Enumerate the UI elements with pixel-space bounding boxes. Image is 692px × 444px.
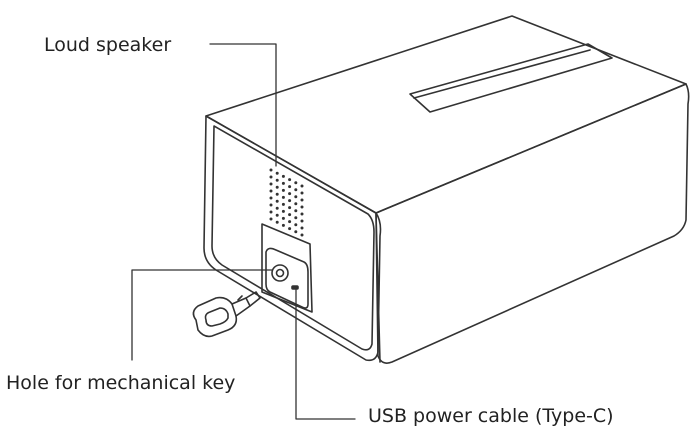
usb-label: USB power cable (Type-C): [368, 405, 614, 427]
speaker-hole: [288, 220, 292, 224]
speaker-grille: [269, 168, 304, 237]
speaker-hole: [294, 181, 298, 185]
device-box: [203, 15, 690, 364]
speaker-hole: [294, 188, 298, 192]
speaker-hole: [300, 198, 304, 202]
speaker-hole: [294, 230, 298, 234]
speaker-hole: [288, 213, 292, 217]
speaker-hole: [275, 192, 279, 196]
top-slot: [409, 43, 613, 113]
speaker-hole: [281, 202, 285, 206]
speaker-hole: [288, 206, 292, 210]
speaker-hole: [281, 188, 285, 192]
speaker-hole: [281, 174, 285, 178]
speaker-hole: [294, 202, 298, 206]
speaker-hole: [275, 178, 279, 182]
box-right-face: [375, 83, 690, 364]
speaker-hole: [300, 191, 304, 195]
key-hole: [271, 264, 289, 282]
box-front-face: [203, 115, 382, 362]
speaker-hole: [269, 203, 273, 207]
speaker-hole: [269, 217, 273, 221]
speaker-hole: [294, 216, 298, 220]
leader-lines: [131, 43, 356, 420]
speaker-hole: [300, 226, 304, 230]
speaker-hole: [269, 196, 273, 200]
speaker-hole: [300, 219, 304, 223]
mechanical-key: [192, 291, 261, 338]
key-leader-line: [131, 269, 273, 361]
key-hole-label: Hole for mechanical key: [6, 372, 236, 394]
speaker-hole: [269, 168, 273, 172]
speaker-hole: [275, 171, 279, 175]
port-panel: [261, 223, 313, 313]
speaker-hole: [300, 233, 304, 237]
speaker-hole: [288, 199, 292, 203]
front-bezel: [211, 125, 375, 351]
speaker-hole: [275, 185, 279, 189]
speaker-hole: [275, 220, 279, 224]
speaker-hole: [275, 199, 279, 203]
speaker-hole: [294, 223, 298, 227]
speaker-hole: [288, 192, 292, 196]
speaker-hole: [281, 209, 285, 213]
usb-port: [291, 285, 299, 290]
speaker-label: Loud speaker: [44, 34, 172, 56]
speaker-hole: [294, 209, 298, 213]
speaker-hole: [288, 185, 292, 189]
speaker-hole: [275, 213, 279, 217]
speaker-hole: [269, 175, 273, 179]
speaker-hole: [300, 205, 304, 209]
speaker-hole: [300, 212, 304, 216]
speaker-hole: [269, 189, 273, 193]
speaker-hole: [281, 195, 285, 199]
speaker-hole: [288, 178, 292, 182]
speaker-hole: [275, 206, 279, 210]
speaker-hole: [294, 195, 298, 199]
speaker-hole: [281, 181, 285, 185]
speaker-hole: [269, 210, 273, 214]
speaker-hole: [288, 227, 292, 231]
speaker-hole: [269, 182, 273, 186]
usb-leader-line: [295, 289, 356, 420]
speaker-leader-line: [209, 43, 277, 167]
speaker-hole: [281, 216, 285, 220]
speaker-hole: [300, 184, 304, 188]
speaker-hole: [281, 223, 285, 227]
